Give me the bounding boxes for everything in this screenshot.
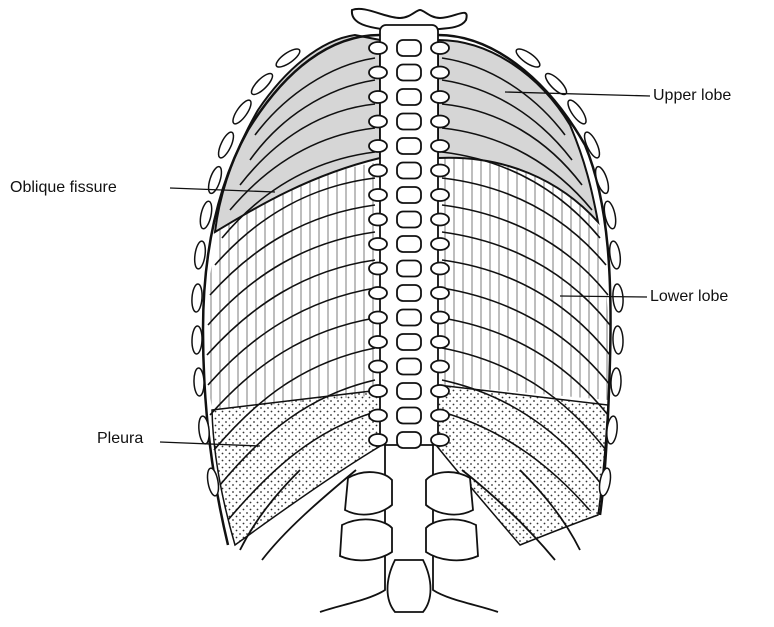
vertebra-process-left (369, 189, 387, 201)
vertebra-process-right (431, 410, 449, 422)
vertebra-process-right (431, 214, 449, 226)
vertebra-process-right (431, 165, 449, 177)
vertebra (397, 261, 421, 277)
vertebra-process-left (369, 312, 387, 324)
vertebra-process-left (369, 67, 387, 79)
vertebra-process-left (369, 434, 387, 446)
vertebra-process-left (369, 385, 387, 397)
vertebra (397, 334, 421, 350)
lower-lobe-label: Lower lobe (650, 288, 728, 305)
vertebra (397, 138, 421, 154)
vertebra-process-right (431, 336, 449, 348)
vertebra (397, 408, 421, 424)
right-lung (436, 35, 611, 545)
vertebra (397, 114, 421, 130)
vertebra-process-right (431, 238, 449, 250)
vertebra-process-right (431, 287, 449, 299)
vertebra-process-right (431, 67, 449, 79)
vertebra-process-right (431, 189, 449, 201)
vertebra-process-left (369, 287, 387, 299)
vertebra-process-right (431, 385, 449, 397)
vertebra-process-right (431, 263, 449, 275)
vertebra-process-left (369, 140, 387, 152)
vertebra-process-right (431, 434, 449, 446)
vertebra (397, 310, 421, 326)
vertebra-process-left (369, 91, 387, 103)
vertebra (397, 89, 421, 105)
vertebra-process-right (431, 140, 449, 152)
vertebra-process-left (369, 361, 387, 373)
vertebra (397, 163, 421, 179)
vertebra (397, 187, 421, 203)
vertebra (397, 432, 421, 448)
vertebra-process-right (431, 91, 449, 103)
vertebra-process-left (369, 165, 387, 177)
vertebra (397, 212, 421, 228)
vertebra-process-left (369, 410, 387, 422)
vertebra-process-left (369, 238, 387, 250)
vertebra-process-right (431, 116, 449, 128)
vertebra (397, 285, 421, 301)
oblique-fissure-label: Oblique fissure (10, 179, 117, 196)
vertebra (397, 40, 421, 56)
vertebra-process-right (431, 361, 449, 373)
vertebra-process-left (369, 214, 387, 226)
vertebra-process-right (431, 312, 449, 324)
vertebra (397, 383, 421, 399)
spine (369, 25, 449, 448)
pleura-label: Pleura (97, 430, 143, 447)
left-lung (203, 35, 382, 545)
vertebra-process-left (369, 336, 387, 348)
vertebra-process-left (369, 42, 387, 54)
upper-lobe-label: Upper lobe (653, 87, 731, 104)
vertebra-process-left (369, 116, 387, 128)
vertebra (397, 236, 421, 252)
vertebra-process-left (369, 263, 387, 275)
vertebra-process-right (431, 42, 449, 54)
vertebra (397, 65, 421, 81)
vertebra (397, 359, 421, 375)
